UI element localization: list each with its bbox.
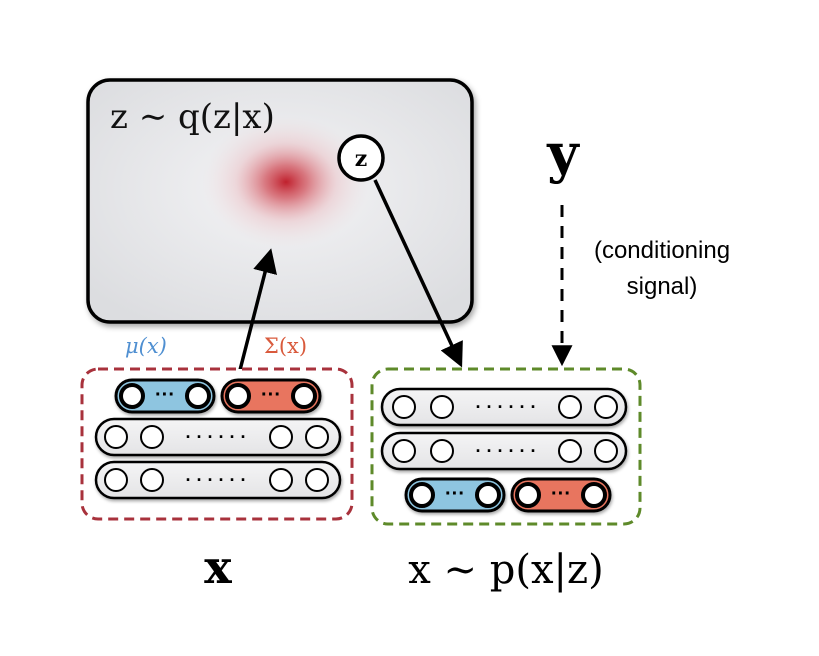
latent-space-box: z ∼ q(z|x) z (86, 78, 474, 324)
decoder-sigma-layer: ··· (510, 477, 612, 513)
decoder-hidden-layer-2: · · · · · · (380, 431, 628, 471)
decoder-mu-layer: ··· (404, 477, 506, 513)
sigma-layer: ··· (220, 378, 322, 414)
encoder-to-latent-arrow (238, 248, 277, 371)
decoder-hidden-layer-1: · · · · · · (380, 387, 628, 427)
encoder-x-label: x (204, 540, 232, 594)
sigma-label: Σ(x) (264, 334, 307, 358)
mu-layer-ellipsis: ··· (155, 384, 175, 406)
conditioning-caption-line2: signal) (627, 273, 698, 300)
latent-distribution-label: z ∼ q(z|x) (110, 97, 275, 137)
conditioning-y-label: y (546, 121, 580, 185)
decoder-sigma-ellipsis: ··· (551, 483, 571, 505)
encoder-input-layer: · · · · · · (94, 460, 342, 500)
decoder-hidden-1-ellipsis: · · · · · · (476, 397, 537, 417)
sigma-layer-ellipsis: ··· (261, 384, 281, 406)
mu-layer: ··· (114, 378, 216, 414)
decoder-output-label: x ∼ p(x|z) (408, 547, 603, 593)
conditioning-caption-line1: (conditioning (594, 237, 730, 264)
latent-to-decoder-arrow (373, 179, 463, 368)
decoder-network: · · · · · · · · · · · · ··· ··· x ∼ p(x|… (370, 367, 642, 593)
encoder-hidden-layer: · · · · · · (94, 417, 342, 457)
encoder-hidden-ellipsis: · · · · · · (186, 427, 247, 447)
latent-sample-node-label: z (355, 146, 368, 172)
encoder-input-ellipsis: · · · · · · (186, 470, 247, 490)
decoder-mu-ellipsis: ··· (445, 483, 465, 505)
latent-sample-node: z (337, 134, 385, 182)
conditioning-signal: y (conditioning signal) (546, 121, 730, 367)
gaussian-density-blob (202, 116, 370, 248)
mu-label: μ(x) (125, 334, 167, 358)
decoder-hidden-2-ellipsis: · · · · · · (476, 441, 537, 461)
encoder-network: μ(x) Σ(x) ··· ··· · · · · · · (80, 334, 354, 594)
